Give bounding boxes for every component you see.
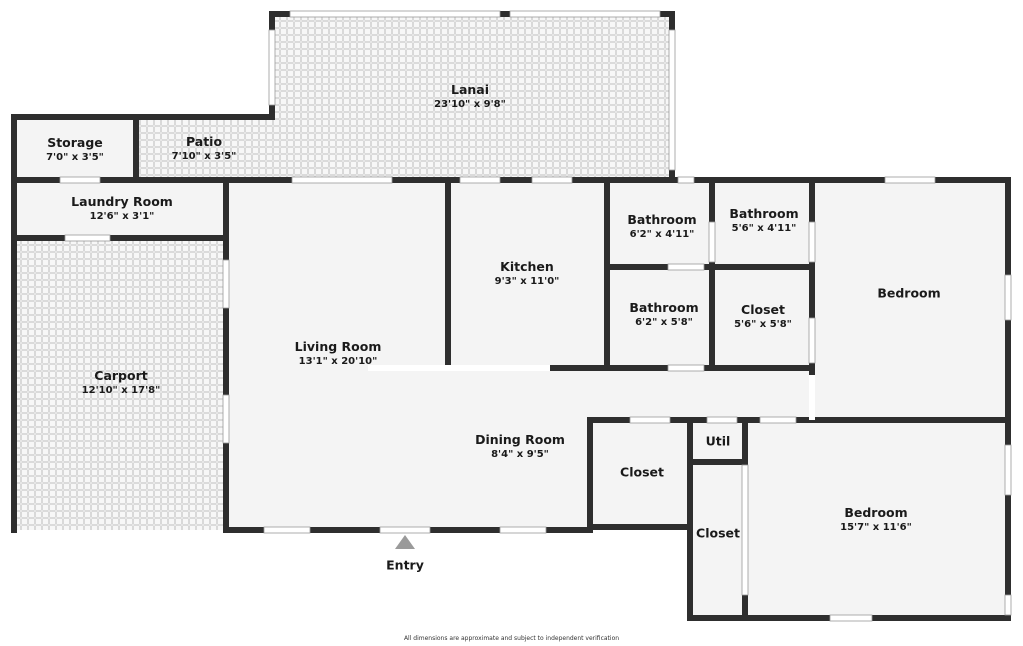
triangle-up-icon bbox=[395, 535, 415, 549]
patio-floor bbox=[136, 117, 272, 180]
lanai-floor bbox=[272, 14, 672, 180]
windows-and-doors bbox=[59, 10, 1012, 622]
room-closet-3: Closet bbox=[696, 525, 740, 541]
room-closet-2: Closet bbox=[620, 464, 664, 480]
entry-label: Entry bbox=[386, 557, 424, 573]
storage-floor bbox=[14, 117, 136, 180]
laundry-floor bbox=[14, 180, 226, 238]
room-util: Util bbox=[705, 433, 731, 449]
room-bedroom-1: Bedroom bbox=[877, 285, 941, 301]
disclaimer: All dimensions are approximate and subje… bbox=[403, 635, 620, 642]
carport-floor bbox=[14, 238, 226, 530]
